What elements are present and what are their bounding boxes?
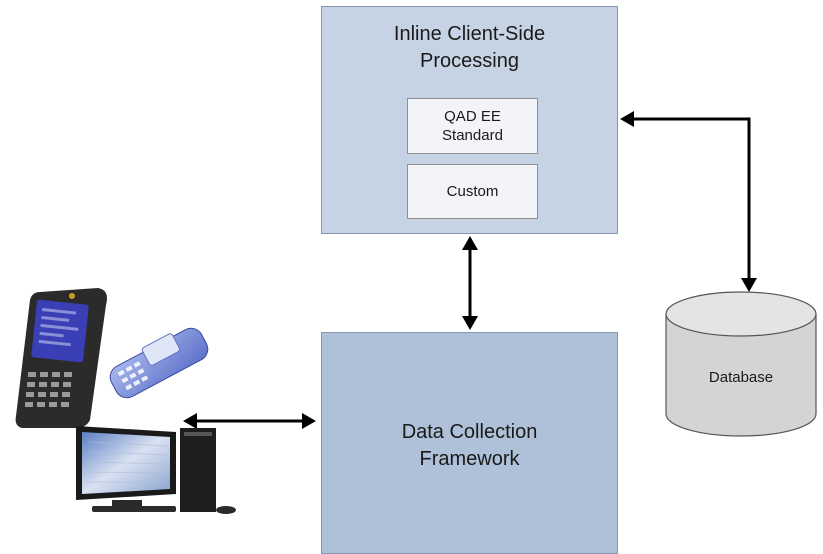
- data-collection-framework-box: Data Collection Framework: [321, 332, 618, 554]
- data-collection-title-line1: Data Collection: [401, 421, 538, 443]
- custom-label: Custom: [446, 183, 499, 200]
- database-label: Database: [708, 369, 774, 386]
- inline-processing-title-line1: Inline Client-Side: [393, 23, 546, 45]
- qad-ee-standard-line1: QAD EE: [444, 108, 501, 125]
- mobile-phone-icon: [109, 327, 209, 399]
- handheld-scanner-icon: [15, 288, 108, 428]
- desktop-computer-icon: [76, 426, 236, 514]
- custom-box: Custom: [407, 164, 538, 219]
- inline-processing-title-line2: Processing: [420, 50, 519, 72]
- inline-processing-title: Inline Client-Side Processing: [322, 21, 617, 75]
- arrow-inline-to-database: [620, 111, 757, 292]
- data-collection-title-line2: Framework: [419, 448, 520, 470]
- arrow-inline-to-dcf: [462, 236, 478, 330]
- qad-ee-standard-box: QAD EE Standard: [407, 98, 538, 154]
- arrow-devices-to-dcf: [183, 413, 316, 429]
- database-cylinder-icon: [665, 291, 817, 437]
- qad-ee-standard-line2: Standard: [442, 127, 503, 144]
- data-collection-framework-title: Data Collection Framework: [322, 419, 617, 473]
